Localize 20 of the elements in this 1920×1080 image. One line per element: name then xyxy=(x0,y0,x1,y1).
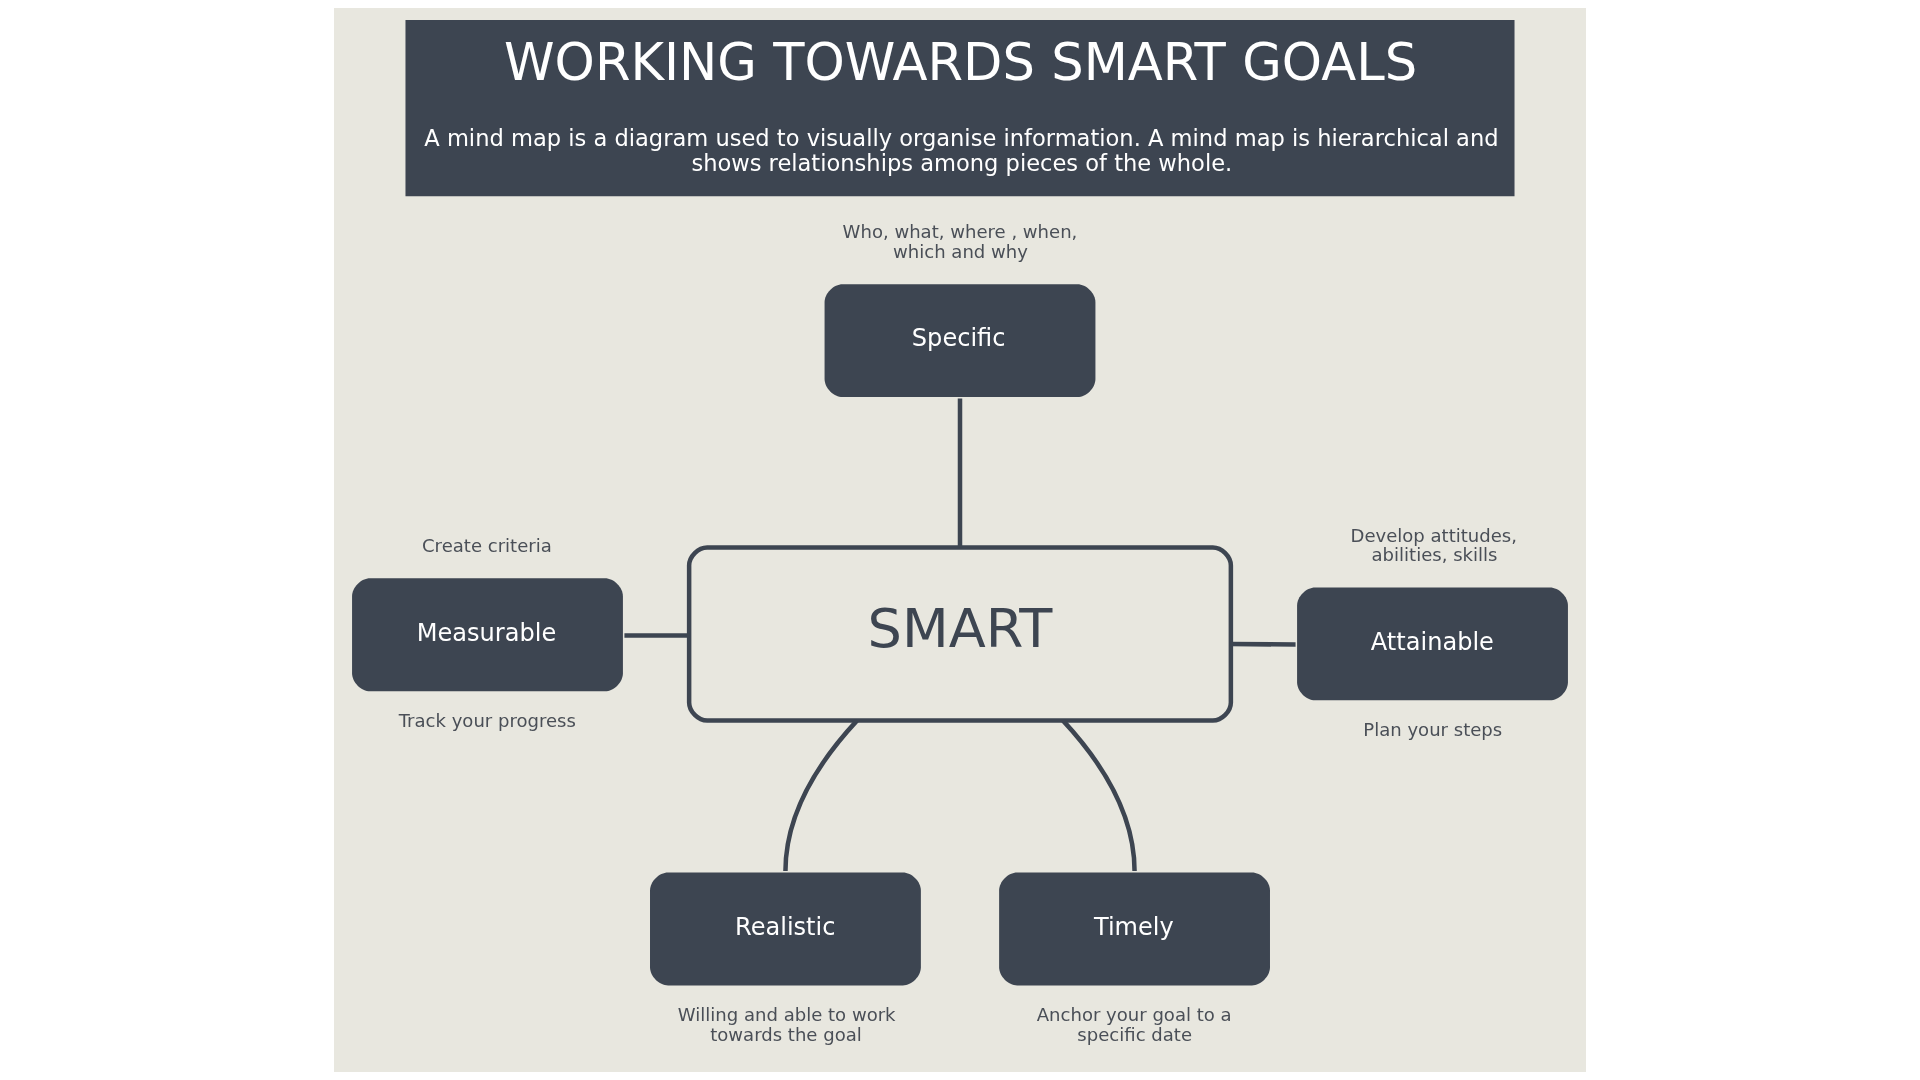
node-box: Specific xyxy=(824,284,1096,398)
node-label: Anchor your goal to a specific date xyxy=(1036,1003,1232,1045)
node-box: Realistic xyxy=(650,872,921,986)
node-label: Create criteria xyxy=(422,535,552,557)
connector xyxy=(624,633,690,638)
node-box: Measurable xyxy=(352,578,623,692)
connector xyxy=(1061,719,1137,872)
connector xyxy=(957,398,963,548)
node-label: Who, what, where , when, which and why xyxy=(842,221,1078,262)
node-label: Develop attitudes, abilities, skills xyxy=(1350,524,1517,566)
diagram-title: WORKING TOWARDS SMART GOALS xyxy=(504,32,1418,92)
caption: A mind map is a diagram used to visually organise information. A mind map is hierarchical and shows relationships among pieces of the whole. xyxy=(424,124,1499,177)
node-label: Track your progress xyxy=(398,709,576,731)
node-box: Timely xyxy=(999,872,1270,986)
connector xyxy=(783,719,859,872)
node-label: Willing and able to work towards the goal xyxy=(677,1003,896,1045)
node-box: SMART xyxy=(686,545,1234,723)
connector xyxy=(1230,641,1296,647)
node-box: Attainable xyxy=(1297,587,1568,701)
node-label: Plan your steps xyxy=(1363,718,1503,740)
